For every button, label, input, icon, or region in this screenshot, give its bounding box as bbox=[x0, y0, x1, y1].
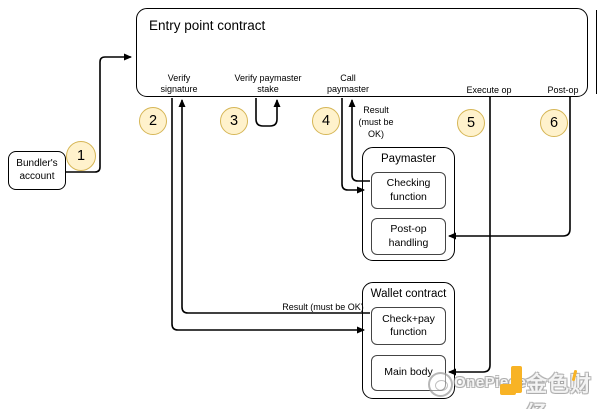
op-label-post-op: Post-op bbox=[547, 85, 579, 95]
watermark-logo-bar-horizontal bbox=[500, 384, 516, 395]
watermark-logo-bar-vertical bbox=[511, 366, 522, 393]
paymaster-title: Paymaster bbox=[381, 153, 436, 165]
step-badge-5: 5 bbox=[457, 109, 485, 137]
paymaster-post-op-handling-box: Post-op handling bbox=[371, 218, 446, 255]
op-label-execute-op: Execute op bbox=[466, 85, 512, 95]
result-must-be-ok-label-wallet: Result (must be OK) bbox=[282, 302, 364, 312]
connector-verify-paymaster-stake-loop bbox=[255, 98, 281, 127]
wallet-contract-title: Wallet contract bbox=[370, 288, 447, 300]
step-badge-4: 4 bbox=[312, 107, 340, 135]
entry-point-title: Entry point contract bbox=[149, 18, 266, 33]
op-label-call-paymaster: Call paymaster bbox=[326, 73, 370, 94]
connector-verify-signature-call bbox=[171, 98, 365, 334]
watermark-badge-inner-icon bbox=[435, 380, 448, 391]
paymaster-box: Paymaster Checking function Post-op hand… bbox=[362, 147, 455, 261]
step-badge-2: 2 bbox=[139, 107, 167, 135]
paymaster-checking-function-box: Checking function bbox=[371, 172, 446, 209]
entry-point-contract-box: Entry point contract Verify signature Ve… bbox=[136, 8, 588, 97]
wallet-check-pay-function-box: Check+pay function bbox=[371, 307, 446, 345]
watermark-badge-icon bbox=[428, 372, 453, 397]
result-must-be-ok-label-paymaster: Result (must be OK) bbox=[358, 105, 394, 140]
watermark: OnePiece 金色财经 bbox=[420, 362, 600, 409]
step-badge-1: 1 bbox=[66, 141, 96, 171]
op-label-verify-paymaster-stake: Verify paymaster stake bbox=[234, 73, 302, 94]
watermark-logo-icon bbox=[500, 362, 524, 402]
step-badge-6: 6 bbox=[540, 109, 568, 137]
watermark-site-name: 金色财经 bbox=[526, 372, 592, 409]
cropped-edge-line bbox=[596, 10, 597, 94]
bundlers-account-box: Bundler's account bbox=[8, 151, 66, 190]
step-badge-3: 3 bbox=[220, 107, 248, 135]
connector-execute-op bbox=[448, 97, 491, 376]
op-label-verify-signature: Verify signature bbox=[160, 73, 198, 94]
connector-verify-signature-result bbox=[178, 99, 370, 314]
